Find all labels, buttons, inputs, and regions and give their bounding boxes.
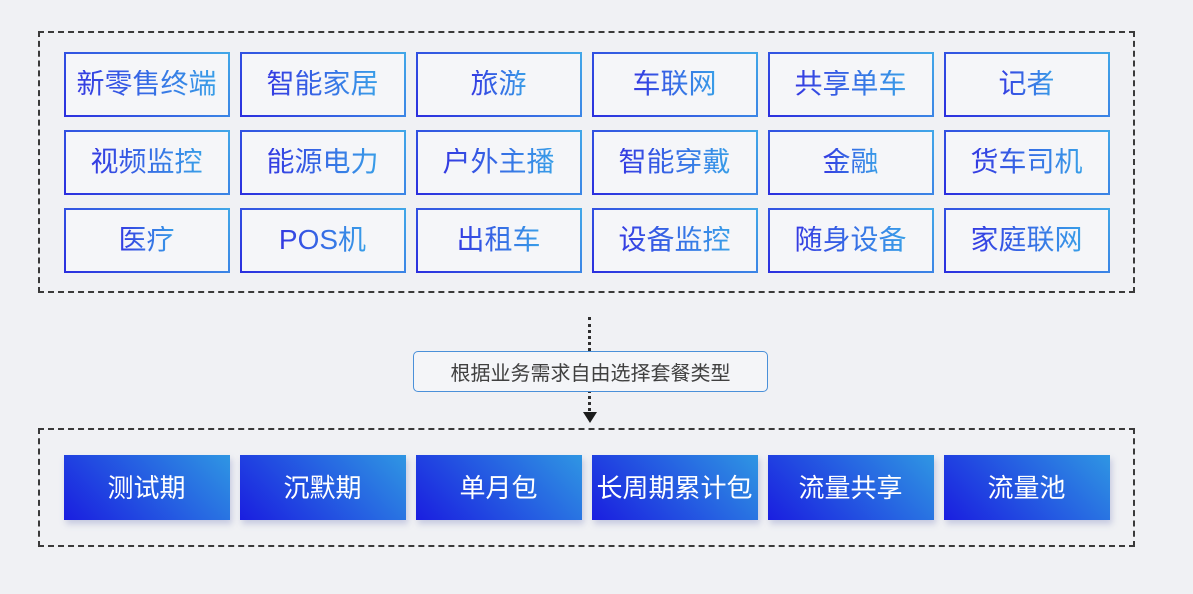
plan-label: 流量池	[987, 472, 1066, 503]
industry-box-shared-bikes: 共享单车	[767, 51, 934, 117]
plan-box-data-pool: 流量池	[943, 455, 1110, 520]
plan-label: 沉默期	[283, 472, 362, 503]
industry-label: 能源电力	[266, 146, 379, 177]
plan-label: 长周期累计包	[596, 472, 753, 503]
industry-label: 金融	[822, 146, 879, 177]
industry-label: 新零售终端	[76, 68, 217, 99]
industry-box-truck-driver: 货车司机	[943, 129, 1110, 195]
industry-box-new-retail-terminal: 新零售终端	[63, 51, 230, 117]
down-arrow-icon	[583, 412, 597, 423]
industry-box-taxi: 出租车	[415, 207, 582, 273]
industry-box-energy-power: 能源电力	[239, 129, 406, 195]
plan-label: 流量共享	[798, 472, 903, 503]
industry-box-finance: 金融	[767, 129, 934, 195]
plan-label: 单月包	[459, 472, 538, 503]
industry-box-internet-of-vehicles: 车联网	[591, 51, 758, 117]
industry-box-journalist: 记者	[943, 51, 1110, 117]
industry-box-device-monitoring: 设备监控	[591, 207, 758, 273]
industry-box-travel: 旅游	[415, 51, 582, 117]
industry-box-medical: 医疗	[63, 207, 230, 273]
plan-box-data-sharing: 流量共享	[767, 455, 934, 520]
industry-label: 车联网	[632, 68, 717, 99]
connector-label-box: 根据业务需求自由选择套餐类型	[413, 351, 768, 392]
industry-label: 智能家居	[266, 68, 379, 99]
industry-label: 设备监控	[618, 224, 731, 255]
industry-box-video-surveillance: 视频监控	[63, 129, 230, 195]
plans-panel: 测试期 沉默期 单月包 长周期累计包 流量共享 流量池	[38, 428, 1135, 547]
industry-label: 户外主播	[442, 146, 555, 177]
industries-panel: 新零售终端 智能家居 旅游 车联网 共享单车 记者 视频监控 能源电力 户外主播…	[38, 31, 1135, 293]
industry-label: 记者	[998, 68, 1055, 99]
industry-label: 出租车	[456, 224, 541, 255]
plan-box-trial-period: 测试期	[63, 455, 230, 520]
industry-box-pos-machine: POS机	[239, 207, 406, 273]
industry-box-outdoor-streaming: 户外主播	[415, 129, 582, 195]
industry-label: 家庭联网	[970, 224, 1083, 255]
industry-label: 旅游	[470, 68, 527, 99]
industry-label: 医疗	[118, 224, 175, 255]
connector-label-text: 根据业务需求自由选择套餐类型	[450, 363, 731, 385]
industry-label: 随身设备	[794, 224, 907, 255]
plan-label: 测试期	[107, 472, 186, 503]
plan-box-single-month-package: 单月包	[415, 455, 582, 520]
industry-box-smart-wearables: 智能穿戴	[591, 129, 758, 195]
industry-label: 货车司机	[970, 146, 1083, 177]
industry-label: 共享单车	[794, 68, 907, 99]
plan-box-dormant-period: 沉默期	[239, 455, 406, 520]
industry-box-portable-devices: 随身设备	[767, 207, 934, 273]
industry-box-home-networking: 家庭联网	[943, 207, 1110, 273]
plan-box-long-cycle-cumulative-package: 长周期累计包	[591, 455, 758, 520]
industry-label: 智能穿戴	[618, 146, 731, 177]
industry-label: POS机	[278, 224, 367, 255]
industry-box-smart-home: 智能家居	[239, 51, 406, 117]
industry-label: 视频监控	[90, 146, 203, 177]
